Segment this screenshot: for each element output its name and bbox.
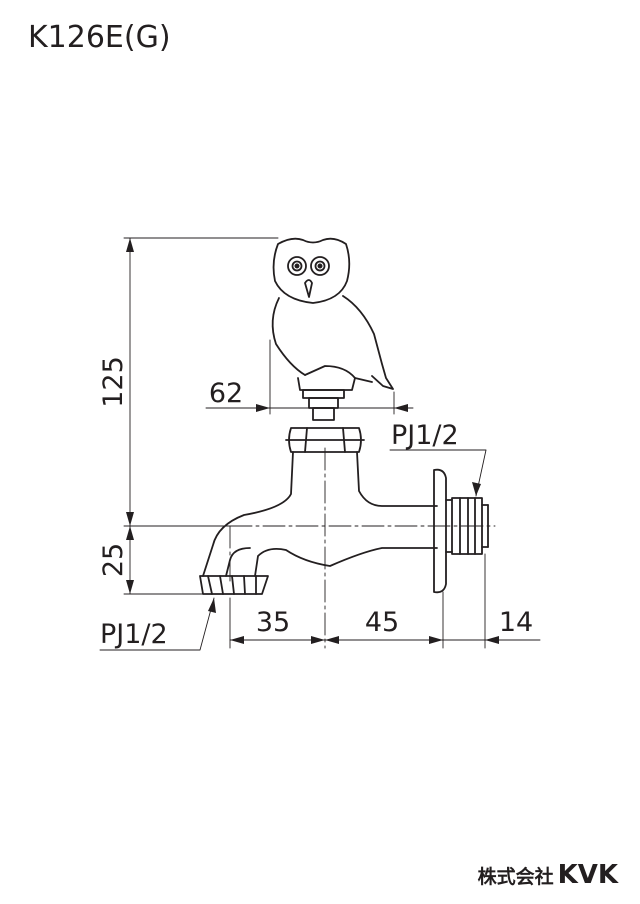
label-outlet-thread: PJ1/2: [100, 619, 168, 650]
dimension-lines: [99, 237, 541, 651]
company-name-jp: 株式会社: [477, 866, 554, 888]
owl-handle: [271, 237, 394, 421]
dim-thread-14: 14: [499, 607, 533, 638]
wall-flange: [433, 468, 489, 594]
dim-body-45: 45: [365, 607, 399, 638]
dim-drop-25: 25: [98, 543, 129, 577]
kvk-logo: KVK: [557, 860, 618, 890]
dim-reach-35: 35: [256, 607, 290, 638]
dim-height-125: 125: [98, 356, 129, 408]
model-number-title: K126E(G): [28, 20, 171, 55]
dim-width-62: 62: [209, 378, 243, 409]
brand-logo: 株式会社 KVK: [478, 860, 618, 890]
faucet-body: [199, 451, 438, 595]
dimension-arrows: [126, 238, 499, 644]
label-inlet-thread: PJ1/2: [391, 420, 459, 451]
hex-nut: [285, 427, 365, 453]
